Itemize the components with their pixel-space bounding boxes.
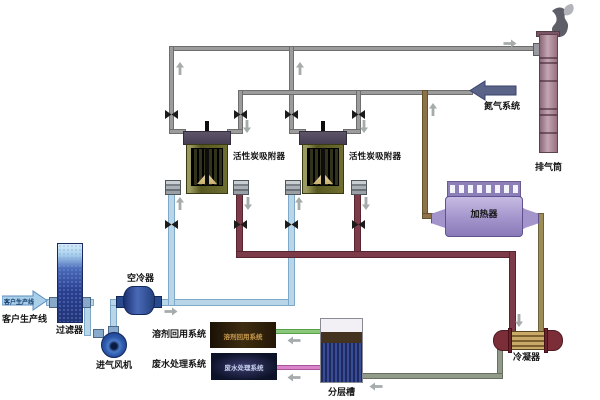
- intake-fan-label: 进气风机: [96, 361, 133, 371]
- adsorber1-inner-pipe-lower: [205, 148, 209, 186]
- valve-icon: [352, 220, 365, 229]
- solvent-recovery-box: [210, 322, 276, 348]
- adsorber2-outlet-coupling: [351, 180, 367, 195]
- heater-body: [445, 196, 523, 237]
- flow-arrow-left: [369, 382, 383, 391]
- pipe-exhaust-topline: [169, 46, 543, 51]
- pipe-heater-outlet-v: [422, 90, 428, 216]
- pipe-adsorber1-outlet-riser: [169, 46, 174, 132]
- air-cooler-body: [123, 286, 155, 315]
- valve-icon: [234, 220, 247, 229]
- adsorber1-top-band: [183, 131, 231, 145]
- valve-icon: [165, 110, 178, 119]
- pipe-wastewater: [274, 365, 322, 370]
- flow-arrow-up: [176, 197, 184, 210]
- condenser-right-cap: [546, 330, 563, 351]
- exhaust-stack-label: 排气筒: [535, 163, 563, 173]
- wastewater-box: [211, 353, 277, 380]
- smoke-plume: [552, 4, 574, 37]
- separation-tank-label: 分层槽: [328, 388, 356, 398]
- flow-arrow-up: [296, 62, 304, 75]
- heater-label: 加热器: [470, 210, 498, 220]
- heater-fin-rail: [447, 181, 521, 197]
- pipe-adsorber2-inlet-riser: [288, 192, 295, 306]
- air-cooler-label: 空冷器: [127, 274, 155, 284]
- flow-arrow-left: [287, 373, 301, 382]
- production-line-arrow-text: 客户生产线: [4, 299, 35, 306]
- flow-arrow-down: [360, 120, 368, 133]
- pipe-process-gas-main: [158, 299, 295, 306]
- filter-label: 过滤器: [56, 326, 84, 336]
- filter-vessel: [57, 243, 83, 323]
- production-line-label: 客户生产线: [2, 315, 48, 325]
- exhaust-stack: [539, 34, 558, 153]
- tank-interface-layer: [321, 332, 362, 343]
- stack-flange: [533, 43, 540, 56]
- condenser-flange-right: [544, 328, 548, 353]
- nitrogen-system-label: 氮气系统: [484, 102, 521, 112]
- adsorber2-inner-pipe-lower: [321, 148, 325, 186]
- flow-arrow-left: [287, 336, 301, 345]
- pipe-condensate-h: [361, 373, 503, 379]
- valve-icon: [352, 110, 365, 119]
- intake-fan: [101, 332, 127, 358]
- valve-icon: [165, 220, 178, 229]
- pipe-adsorber1-inlet-riser: [168, 192, 175, 306]
- tank-water-layer: [321, 343, 362, 382]
- pipe-desorb-main: [236, 251, 516, 258]
- pipe-heater-return-v: [538, 213, 544, 333]
- flow-arrow-up: [295, 197, 303, 210]
- tank-solvent-layer: [321, 319, 362, 332]
- flow-arrow-down: [244, 197, 252, 210]
- flow-arrow-right: [503, 39, 517, 48]
- adsorber1-outlet-coupling: [233, 180, 249, 195]
- flow-arrow-down: [243, 120, 251, 133]
- flow-arrow-down: [362, 197, 370, 210]
- production-line-arrow: [2, 290, 48, 311]
- adsorber2-label: 活性炭吸附器: [349, 152, 402, 162]
- pipe-solvent: [274, 329, 322, 334]
- flow-arrow-up: [176, 62, 184, 75]
- adsorber2-inlet-coupling: [285, 180, 301, 195]
- condenser-label: 冷凝器: [513, 353, 541, 363]
- valve-icon: [234, 110, 247, 119]
- heater-right-nozzle: [522, 208, 539, 229]
- wastewater-label: 废水处理系统: [152, 360, 207, 370]
- nitrogen-arrow: [469, 80, 517, 101]
- separation-tank: [320, 318, 363, 383]
- solvent-recovery-label: 溶剂回用系统: [152, 330, 207, 340]
- wastewater-box-text: 废水处理系统: [224, 364, 264, 372]
- flow-arrow-down: [515, 314, 523, 327]
- condenser-flange-left: [508, 328, 512, 353]
- valve-icon: [285, 110, 298, 119]
- adsorber1-label: 活性炭吸附器: [233, 152, 286, 162]
- adsorber2-top-band: [299, 131, 347, 145]
- filter-right-nozzle: [82, 297, 91, 308]
- fan-inlet-stub: [93, 329, 104, 338]
- flow-arrow-up: [429, 103, 437, 116]
- valve-icon: [285, 220, 298, 229]
- pipe-adsorber2-outlet-riser: [289, 46, 294, 132]
- flow-arrow-right: [164, 307, 178, 316]
- solvent-recovery-box-text: 溶剂回用系统: [223, 333, 263, 341]
- condenser-tube-bundle: [511, 331, 545, 350]
- adsorber1-inlet-coupling: [165, 180, 181, 195]
